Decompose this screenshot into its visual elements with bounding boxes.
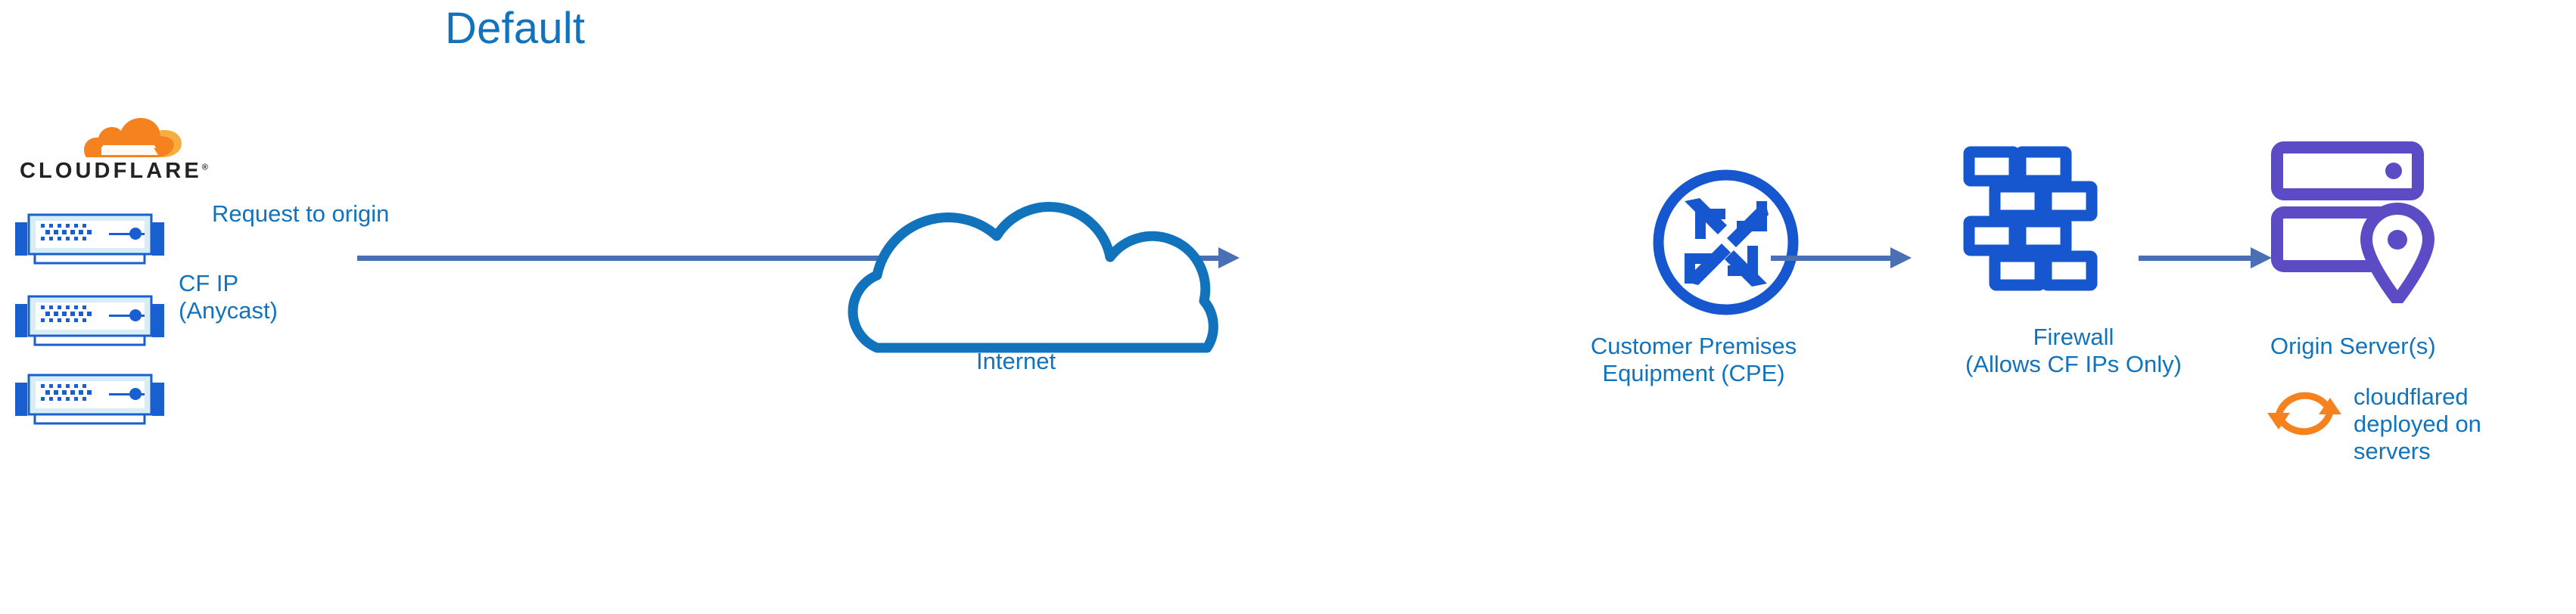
arrow-firewall-to-origin-head-icon [2251,247,2272,268]
cloudflare-wordmark: CLOUDFLARE® [20,159,208,184]
cloud-icon [848,202,1218,353]
server-rack-icon [15,295,164,346]
router-icon [1653,169,1799,315]
firewall-label-line1: Firewall [2033,324,2114,350]
arrow-cpe-to-firewall-line [1771,256,1892,261]
page-title: Default [445,4,586,53]
firewall-label-line2: (Allows CF IPs Only) [1965,351,2182,377]
cpe-label-line2: Equipment (CPE) [1602,360,1785,386]
cf-ip-label: CF IP(Anycast) [179,270,278,324]
request-to-origin-label: Request to origin [212,200,390,227]
server-rack-icon [15,213,164,265]
cloudflare-cloud-mark-icon [84,118,182,157]
internet-label: Internet [976,348,1056,374]
arrow-cf-to-cpe-head-icon [1218,247,1240,268]
sync-arrows-icon [2267,392,2341,436]
cloudflared-note-line2: deployed on [2354,411,2481,437]
cloudflare-logo: CLOUDFLARE® [20,112,208,203]
cf-ip-label-line2: (Anycast) [179,297,278,324]
cf-ip-label-line1: CF IP [179,270,239,296]
arrow-cf-to-cpe-line [357,256,1220,261]
server-rack-icon [15,374,164,425]
brick-wall-icon [1963,146,2098,291]
arrow-firewall-to-origin-line [2139,256,2252,261]
arrow-cpe-to-firewall-head-icon [1890,247,1912,268]
cpe-label-line1: Customer Premises [1590,333,1797,359]
cloudflare-wordmark-text: CLOUDFLARE [20,159,202,183]
origin-server-icon [2271,141,2434,303]
firewall-label: Firewall(Allows CF IPs Only) [1915,324,2232,378]
cloudflared-note-line3: servers [2354,438,2431,464]
origin-server-label: Origin Server(s) [2270,333,2436,359]
cloudflared-note-line1: cloudflared [2354,383,2469,410]
registered-trademark-icon: ® [201,163,208,172]
